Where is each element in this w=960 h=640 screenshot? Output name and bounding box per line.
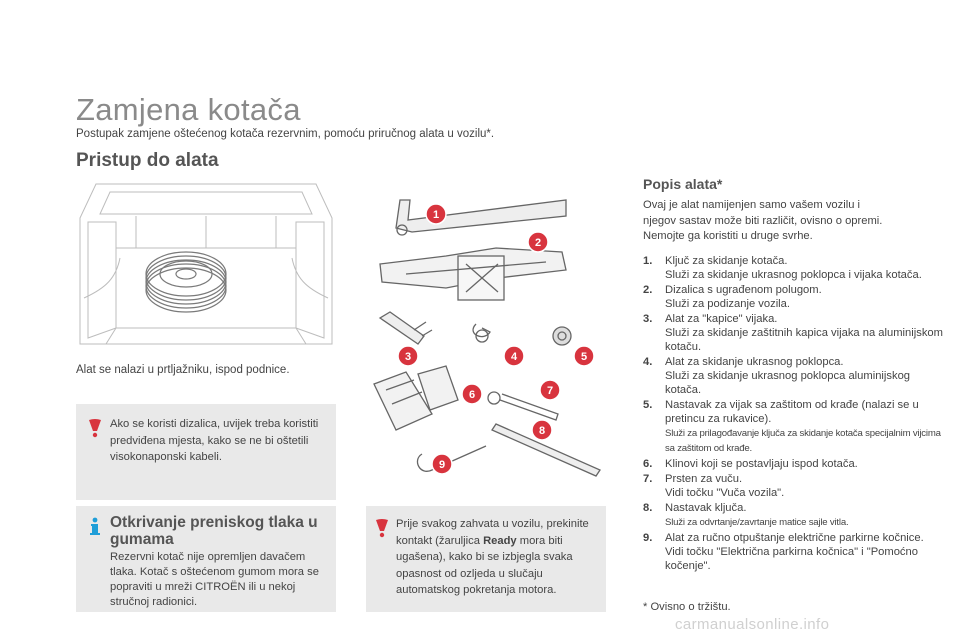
tool-description: Nastavak ključa. Služi za odvrtanje/zavr… [665, 502, 849, 529]
svg-text:8: 8 [539, 425, 545, 437]
svg-text:9: 9 [439, 459, 445, 471]
info-title: Otkrivanje preniskog tlaka u gumama [110, 514, 318, 548]
warning-icon [89, 419, 101, 438]
warning-text-ignition: Prije svakog zahvata u vozilu, prekinite… [396, 518, 589, 596]
tool-list-item: 1. Ključ za skidanje kotača. Služi za ski… [643, 254, 943, 282]
svg-text:2: 2 [535, 237, 541, 249]
callout-1: 1 [425, 203, 447, 225]
callout-7: 7 [539, 379, 561, 401]
tool-number: 2. [643, 283, 653, 296]
svg-text:1: 1 [433, 209, 439, 221]
callout-6: 6 [461, 383, 483, 405]
trunk-illustration [79, 183, 333, 345]
tool-list-item: 5. Nastavak za vijak sa zaštitom od krađe… [643, 398, 943, 456]
svg-text:4: 4 [511, 351, 518, 363]
svg-text:7: 7 [547, 385, 553, 397]
tool-description: Dizalica s ugrađenom polugom. Služi za p… [665, 283, 822, 311]
warning-box-jack: Ako se koristi dizalica, uvijek treba ko… [76, 404, 336, 500]
callout-9: 9 [431, 453, 453, 475]
callout-5: 5 [573, 345, 595, 367]
tool-list-intro: Ovaj je alat namijenjen samo vašem vozil… [643, 199, 883, 242]
section-title: Pristup do alata [76, 150, 219, 171]
tool-list-item: 8. Nastavak ključa. Služi za odvrtanje/za… [643, 501, 943, 530]
tool-number: 8. [643, 502, 653, 515]
tool-callouts: 1 2 3 4 5 6 7 8 9 [397, 203, 595, 475]
page-title: Zamjena kotača [76, 92, 301, 127]
tool-list-item: 7. Prsten za vuču. Vidi točku "Vuča vozil… [643, 472, 943, 500]
ready-indicator-label: Ready [483, 534, 517, 547]
warning-box-ignition: Prije svakog zahvata u vozilu, prekinite… [366, 506, 606, 612]
tool-number: 6. [643, 458, 653, 471]
info-icon [90, 517, 100, 535]
page-subtitle: Postupak zamjene oštećenog kotača rezerv… [76, 128, 495, 140]
tool-list-title: Popis alata* [643, 176, 723, 192]
tool-list-item: 6. Klinovi koji se postavljaju ispod kota… [643, 457, 943, 471]
callout-4: 4 [503, 345, 525, 367]
tool-list-item: 3. Alat za "kapice" vijaka. Služi za skid… [643, 312, 943, 354]
warning-icon [376, 519, 388, 538]
trunk-caption: Alat se nalazi u prtljažniku, ispod podn… [76, 364, 290, 376]
svg-text:6: 6 [469, 389, 475, 401]
warning-text-jack: Ako se koristi dizalica, uvijek treba ko… [110, 418, 319, 463]
tool-description: Nastavak za vijak sa zaštitom od krađe (… [665, 399, 941, 455]
tool-description: Alat za "kapice" vijaka. Služi za skidan… [665, 312, 943, 354]
tool-description-note: Služi za prilagođavanje ključa za skidan… [665, 428, 941, 455]
svg-text:5: 5 [581, 351, 587, 363]
tool-number: 4. [643, 356, 653, 369]
footnote: * Ovisno o tržištu. [643, 601, 731, 613]
tool-number: 7. [643, 473, 653, 486]
tool-list-item: 4. Alat za skidanje ukrasnog poklopca. Sl… [643, 355, 943, 397]
svg-text:3: 3 [405, 351, 411, 363]
tool-description: Alat za ručno otpuštanje električne park… [665, 532, 924, 573]
tool-list-item: 2. Dizalica s ugrađenom polugom. Služi za… [643, 283, 943, 311]
tool-description: Ključ za skidanje kotača. Služi za skida… [665, 255, 922, 282]
tool-number: 5. [643, 399, 653, 412]
tool-description: Alat za skidanje ukrasnog poklopca. Služ… [665, 356, 911, 397]
callout-2: 2 [527, 231, 549, 253]
tool-list: 1. Ključ za skidanje kotača. Služi za ski… [643, 254, 943, 574]
watermark: carmanualsonline.info [675, 616, 830, 633]
tool-description-note: Služi za odvrtanje/zavrtanje matice sajl… [665, 517, 849, 529]
tool-list-item: 9. Alat za ručno otpuštanje električne pa… [643, 531, 943, 573]
info-text: Rezervni kotač nije opremljen davačem tl… [110, 551, 319, 608]
tool-number: 3. [643, 312, 653, 325]
info-box-tyre-pressure: Otkrivanje preniskog tlaka u gumama Reze… [76, 506, 336, 612]
tool-description: Prsten za vuču. Vidi točku "Vuča vozila"… [665, 473, 785, 500]
tool-description: Klinovi koji se postavljaju ispod kotača… [665, 458, 858, 471]
tool-number: 9. [643, 532, 653, 545]
tool-number: 1. [643, 255, 653, 267]
callout-3: 3 [397, 345, 419, 367]
tools-illustration: 1 2 3 4 5 6 7 8 9 [373, 199, 601, 477]
callout-8: 8 [531, 419, 553, 441]
